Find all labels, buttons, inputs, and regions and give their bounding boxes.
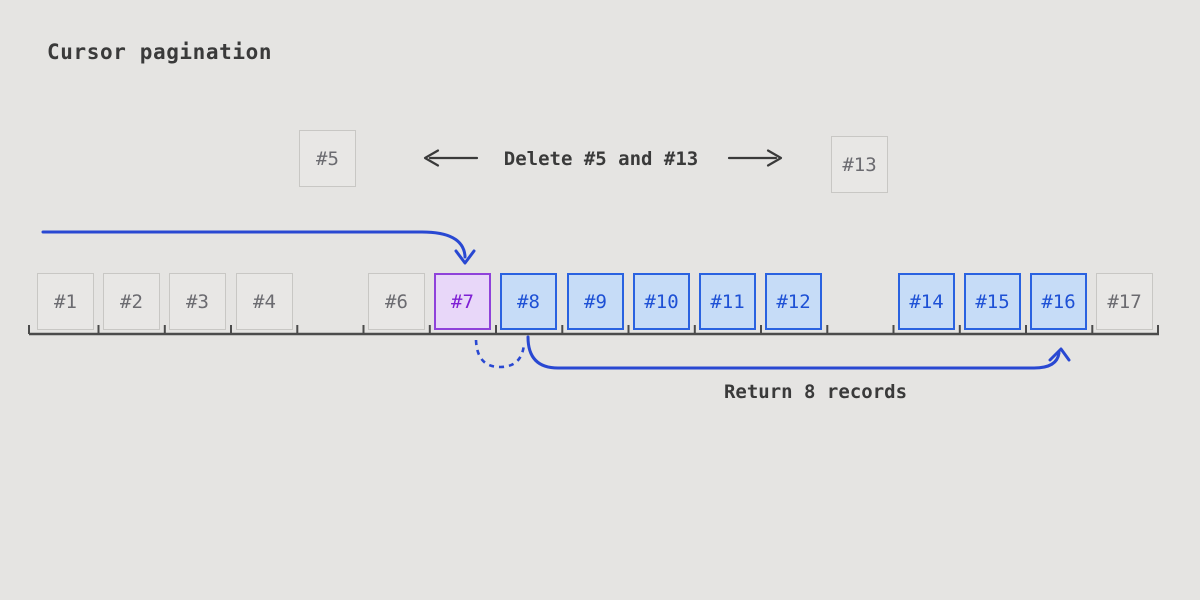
page-title: Cursor pagination bbox=[47, 40, 273, 64]
hop-dashed-arrow bbox=[474, 339, 526, 369]
delete-label: Delete #5 and #13 bbox=[503, 148, 699, 170]
record-box-12: #12 bbox=[765, 273, 822, 330]
cursor-arrowhead-icon bbox=[454, 249, 476, 265]
delete-right-arrowhead-icon bbox=[766, 149, 783, 167]
record-box-17: #17 bbox=[1096, 273, 1153, 330]
record-box-7-cursor: #7 bbox=[434, 273, 491, 330]
record-box-9: #9 bbox=[567, 273, 624, 330]
record-box-16: #16 bbox=[1030, 273, 1087, 330]
record-box-1: #1 bbox=[37, 273, 94, 330]
cursor-arrow bbox=[41, 230, 467, 259]
record-box-4: #4 bbox=[236, 273, 293, 330]
return-label: Return 8 records bbox=[723, 381, 908, 403]
return-range-arrow bbox=[526, 335, 1061, 370]
record-box-15: #15 bbox=[964, 273, 1021, 330]
deleted-box-5: #5 bbox=[299, 130, 356, 187]
record-box-6: #6 bbox=[368, 273, 425, 330]
record-box-14: #14 bbox=[898, 273, 955, 330]
return-arrowhead-icon bbox=[1048, 347, 1071, 362]
record-box-2: #2 bbox=[103, 273, 160, 330]
deleted-box-13: #13 bbox=[831, 136, 888, 193]
record-box-3: #3 bbox=[169, 273, 226, 330]
record-box-11: #11 bbox=[699, 273, 756, 330]
record-box-10: #10 bbox=[633, 273, 690, 330]
delete-left-arrowhead-icon bbox=[423, 149, 440, 167]
record-box-8: #8 bbox=[500, 273, 557, 330]
